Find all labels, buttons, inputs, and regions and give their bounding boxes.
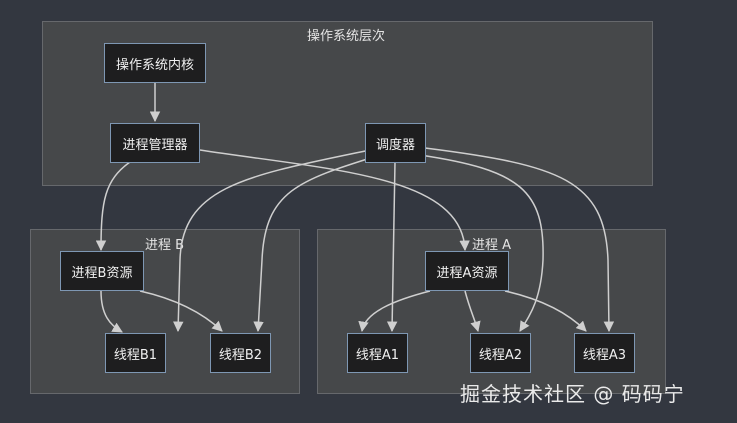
node-thread-b1[interactable]: 线程B1 [105,333,166,373]
node-thread-a2[interactable]: 线程A2 [470,333,531,373]
node-thread-a1[interactable]: 线程A1 [347,333,408,373]
node-process-manager[interactable]: 进程管理器 [110,123,200,163]
cluster-process-b-label: 进程 B [145,238,185,253]
node-process-b-resources[interactable]: 进程B资源 [60,251,144,291]
node-scheduler[interactable]: 调度器 [365,123,426,163]
node-process-a-resources[interactable]: 进程A资源 [425,251,509,291]
node-thread-b2[interactable]: 线程B2 [210,333,271,373]
cluster-os-layer-label: 操作系统层次 [307,29,386,44]
watermark-text: 掘金技术社区 @ 码码宁 [460,382,685,406]
node-thread-a3[interactable]: 线程A3 [574,333,635,373]
node-os-kernel[interactable]: 操作系统内核 [104,43,206,83]
